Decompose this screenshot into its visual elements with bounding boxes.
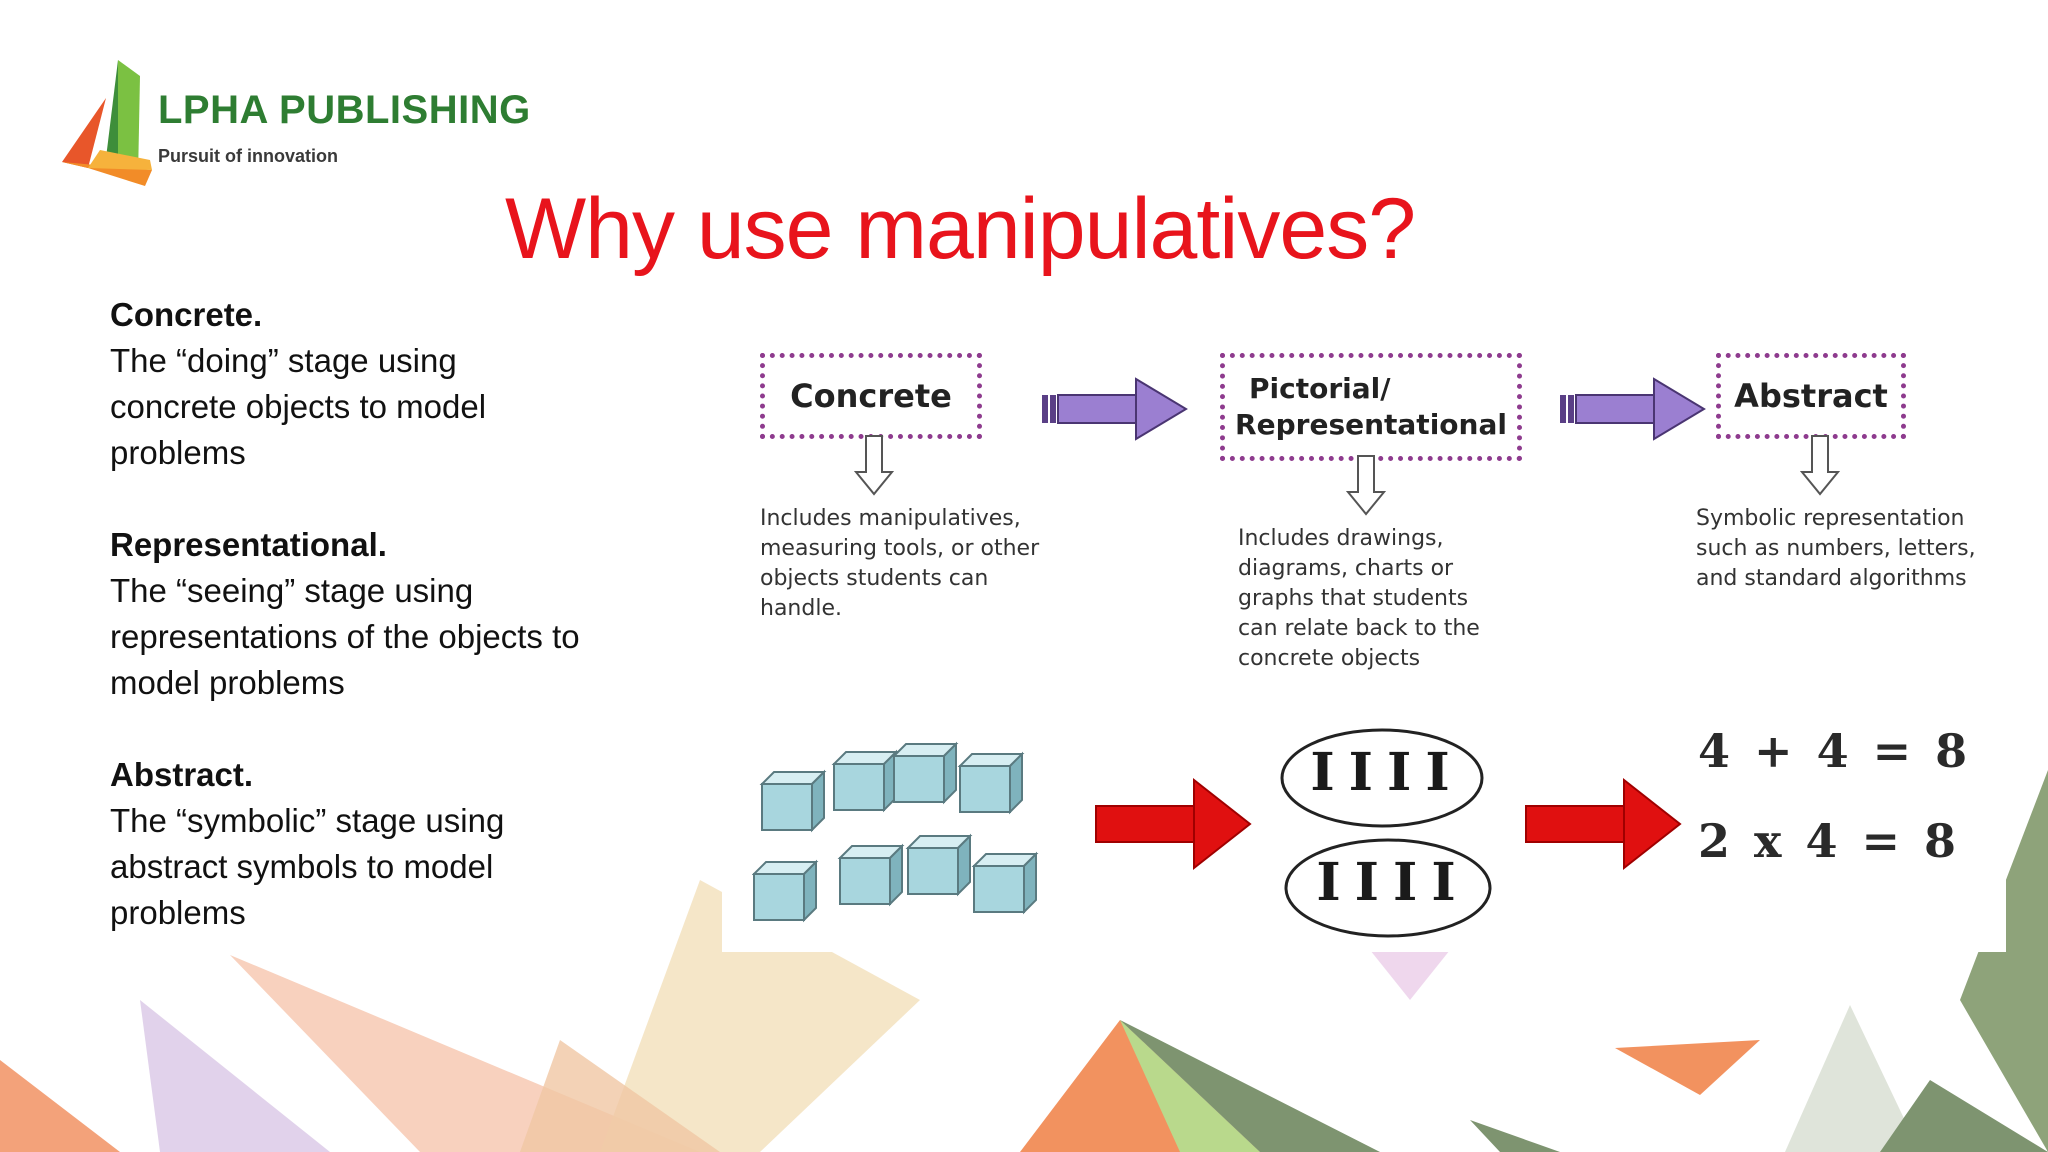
cpa-diagram: Concrete Pictorial/ Representational Abs… xyxy=(722,330,2006,952)
tally-group-1: IIII xyxy=(1310,742,1464,803)
concrete-box: Concrete xyxy=(760,353,982,439)
representational-block: Representational. The “seeing” stage usi… xyxy=(110,522,630,706)
abstract-heading: Abstract. xyxy=(110,756,254,793)
abstract-box: Abstract xyxy=(1716,353,1906,439)
abstract-description: The “symbolic” stage using abstract symb… xyxy=(110,802,505,931)
concrete-heading: Concrete. xyxy=(110,296,263,333)
down-arrow-icon xyxy=(854,435,894,496)
tally-ovals xyxy=(1280,728,1492,938)
stages-text: Concrete. The “doing” stage using concre… xyxy=(110,292,630,982)
slide-title: Why use manipulatives? xyxy=(504,181,1416,277)
pictorial-detail: Includes drawings, diagrams, charts or g… xyxy=(1238,526,1480,671)
purple-arrow-icon xyxy=(1042,377,1188,441)
logo-name: LPHA PUBLISHING xyxy=(158,88,531,132)
concrete-block: Concrete. The “doing” stage using concre… xyxy=(110,292,630,476)
logo-tagline: Pursuit of innovation xyxy=(158,146,338,166)
red-arrow-icon xyxy=(1095,777,1252,871)
abstract-box-label: Abstract xyxy=(1734,377,1888,415)
representational-heading: Representational. xyxy=(110,526,387,563)
tally-group-2: IIII xyxy=(1316,852,1470,913)
abstract-detail: Symbolic representation such as numbers,… xyxy=(1696,506,1976,591)
pictorial-box-label-line1: Pictorial/ xyxy=(1249,372,1391,405)
equation-multiplication: 2 x 4 = 8 xyxy=(1698,814,1961,868)
logo-icon xyxy=(62,60,152,186)
red-arrow-icon xyxy=(1525,777,1682,871)
concrete-description: The “doing” stage using concrete objects… xyxy=(110,342,487,471)
concrete-box-label: Concrete xyxy=(790,377,952,415)
pictorial-box-label-line2: Representational xyxy=(1235,408,1507,441)
abstract-block: Abstract. The “symbolic” stage using abs… xyxy=(110,752,630,936)
cubes-illustration xyxy=(753,743,1037,921)
down-arrow-icon xyxy=(1800,435,1840,496)
down-arrow-icon xyxy=(1346,455,1386,516)
equation-addition: 4 + 4 = 8 xyxy=(1698,724,1972,778)
purple-arrow-icon xyxy=(1560,377,1706,441)
representational-description: The “seeing” stage using representations… xyxy=(110,572,580,701)
pictorial-box: Pictorial/ Representational xyxy=(1220,353,1522,461)
concrete-detail: Includes manipulatives, measuring tools,… xyxy=(760,506,1040,621)
